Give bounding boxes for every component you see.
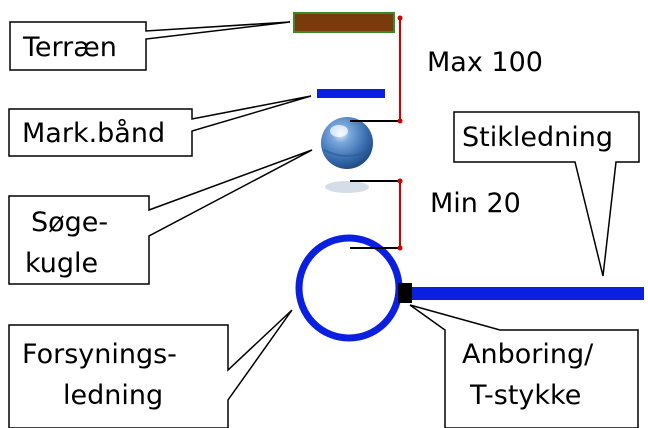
marker-tape-callout: Mark.bånd bbox=[8, 95, 312, 157]
min-depth-label: Min 20 bbox=[430, 188, 521, 219]
marker-tape-label: Mark.bånd bbox=[22, 118, 165, 149]
service-line-label: Stikledning bbox=[462, 122, 613, 153]
search-ball-callout: Søge- kugle bbox=[8, 149, 313, 285]
terrain-callout: Terræn bbox=[9, 21, 291, 71]
search-ball-label-line1: Søge- bbox=[31, 207, 108, 238]
max-depth-label: Max 100 bbox=[427, 47, 543, 78]
tap-fitting bbox=[398, 283, 412, 303]
max-dimension-line bbox=[350, 15, 403, 124]
service-line-callout: Stikledning bbox=[453, 111, 640, 277]
search-ball bbox=[321, 117, 373, 193]
main-line-label-line2: ledning bbox=[63, 380, 163, 411]
main-line-callout: Forsynings- ledning bbox=[8, 309, 293, 428]
marker-tape bbox=[317, 89, 385, 98]
tap-label-line2: T-stykke bbox=[469, 380, 581, 411]
terrain-surface bbox=[293, 12, 395, 33]
main-pipe bbox=[295, 234, 403, 342]
tap-callout: Anboring/ T-stykke bbox=[409, 304, 639, 428]
main-line-label-line1: Forsynings- bbox=[22, 339, 177, 370]
service-pipe bbox=[412, 287, 644, 300]
min-dimension-line bbox=[350, 178, 403, 251]
search-ball-label-line2: kugle bbox=[25, 248, 98, 279]
terrain-label: Terræn bbox=[22, 32, 117, 63]
tap-label-line1: Anboring/ bbox=[462, 339, 594, 370]
